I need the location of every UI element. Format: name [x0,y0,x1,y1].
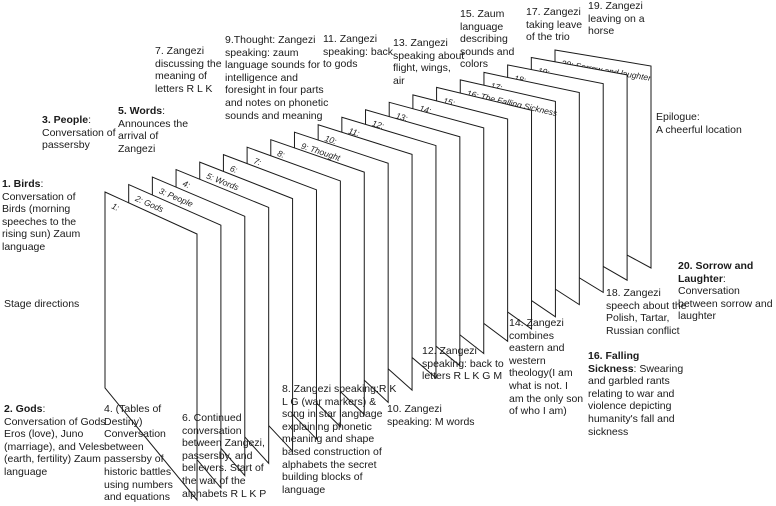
annotation-conflict-body: 18. Zangezi speech about the Polish, Tar… [606,287,687,337]
annotation-leave-trio-body: 17. Zangezi taking leave of the trio [526,6,583,44]
annotation-back-to-gods-body: 11. Zangezi speaking: back to gods [323,33,394,71]
annotation-gods-body: : Conversation of Gods Eros (love), Juno… [4,403,106,478]
annotation-gods: 2. Gods: Conversation of Gods Eros (love… [4,403,106,479]
annotation-sorrow-title: 20. Sorrow and Laughter [678,260,754,285]
annotation-flight-body: 13. Zangezi speaking about flight, wings… [393,37,465,87]
annotation-birds-body: : Conversation of Birds (morning speeche… [2,178,81,253]
annotation-falling-title: 16. Falling Sickness [588,350,640,375]
annotation-birds-title: 1. Birds [2,178,41,190]
annotation-war-markers: 8. Zangezi speaking:R K L G (war markers… [282,383,396,496]
annotation-people-body: : Conversation of passersby [42,114,116,152]
annotation-conflict: 18. Zangezi speech about the Polish, Tar… [606,287,687,337]
annotation-back-to-letters: 12. Zangezi speaking: back to letters R … [422,345,504,383]
annotation-m-words-body: 10. Zangezi speaking: M words [387,403,475,428]
annotation-flight: 13. Zangezi speaking about flight, wings… [393,37,464,87]
annotation-thought: 9.Thought: Zangezi speaking: zaum langua… [225,34,328,122]
annotation-sorrow: 20. Sorrow and Laughter: Conversation be… [678,260,776,323]
annotation-horse-body: 19. Zangezi leaving on a horse [588,0,645,38]
plane-6-label: 6: [229,163,240,175]
annotation-tables-body: 4. (Tables of Destiny) Conversation betw… [104,403,173,504]
plane-7-label: 7: [252,156,263,168]
annotation-birds: 1. Birds: Conversation of Birds (morning… [2,178,80,254]
annotation-horse: 19. Zangezi leaving on a horse [588,0,645,38]
annotation-letters-rlk: 7. Zangezi discussing the meaning of let… [155,45,222,95]
annotation-zaum-colors-body: 15. Zaum language describing sounds and … [460,8,515,71]
annotation-m-words: 10. Zangezi speaking: M words [387,403,475,428]
plane-1-label: 1: [110,201,121,213]
annotation-sorrow-body: : Conversation between sorrow and laught… [678,272,773,323]
annotation-epilogue-body: Epilogue: A cheerful location [656,111,742,136]
annotation-continued: 6. Continued conversation between Zangez… [182,412,266,500]
annotation-back-to-gods: 11. Zangezi speaking: back to gods [323,33,393,71]
annotation-words: 5. Words: Announces the arrival of Zange… [118,105,188,155]
annotation-continued-body: 6. Continued conversation between Zangez… [182,412,267,500]
annotation-zaum-colors: 15. Zaum language describing sounds and … [460,8,514,71]
plane-1-face [104,191,198,502]
annotation-people: 3. People: Conversation of passersby [42,114,116,152]
annotation-tables: 4. (Tables of Destiny) Conversation betw… [104,403,173,504]
annotation-epilogue: Epilogue: A cheerful location [656,111,742,136]
annotation-falling: 16. Falling Sickness: Swearing and garbl… [588,350,683,438]
annotation-theology-body: 14. Zangezi combines eastern and western… [509,317,584,418]
plane-4-label: 4: [181,178,192,190]
annotation-falling-body: : Swearing and garbled rants relating to… [588,362,684,438]
annotation-letters-rlk-body: 7. Zangezi discussing the meaning of let… [155,45,222,95]
annotation-stage-directions: Stage directions [4,298,79,311]
plane-8-label: 8: [276,148,287,160]
annotation-leave-trio: 17. Zangezi taking leave of the trio [526,6,582,44]
annotation-back-to-letters-body: 12. Zangezi speaking: back to letters R … [422,345,504,383]
annotation-gods-title: 2. Gods [4,403,43,415]
annotation-theology: 14. Zangezi combines eastern and western… [509,317,583,418]
annotation-thought-body: 9.Thought: Zangezi speaking: zaum langua… [225,34,329,122]
annotation-words-body: : Announces the arrival of Zangezi [118,105,189,155]
annotation-words-title: 5. Words [118,105,163,117]
plane-1: 1: [104,191,198,502]
annotation-war-markers-body: 8. Zangezi speaking:R K L G (war markers… [282,383,397,496]
annotation-people-title: 3. People [42,114,89,126]
annotation-stage-directions-body: Stage directions [4,298,80,310]
